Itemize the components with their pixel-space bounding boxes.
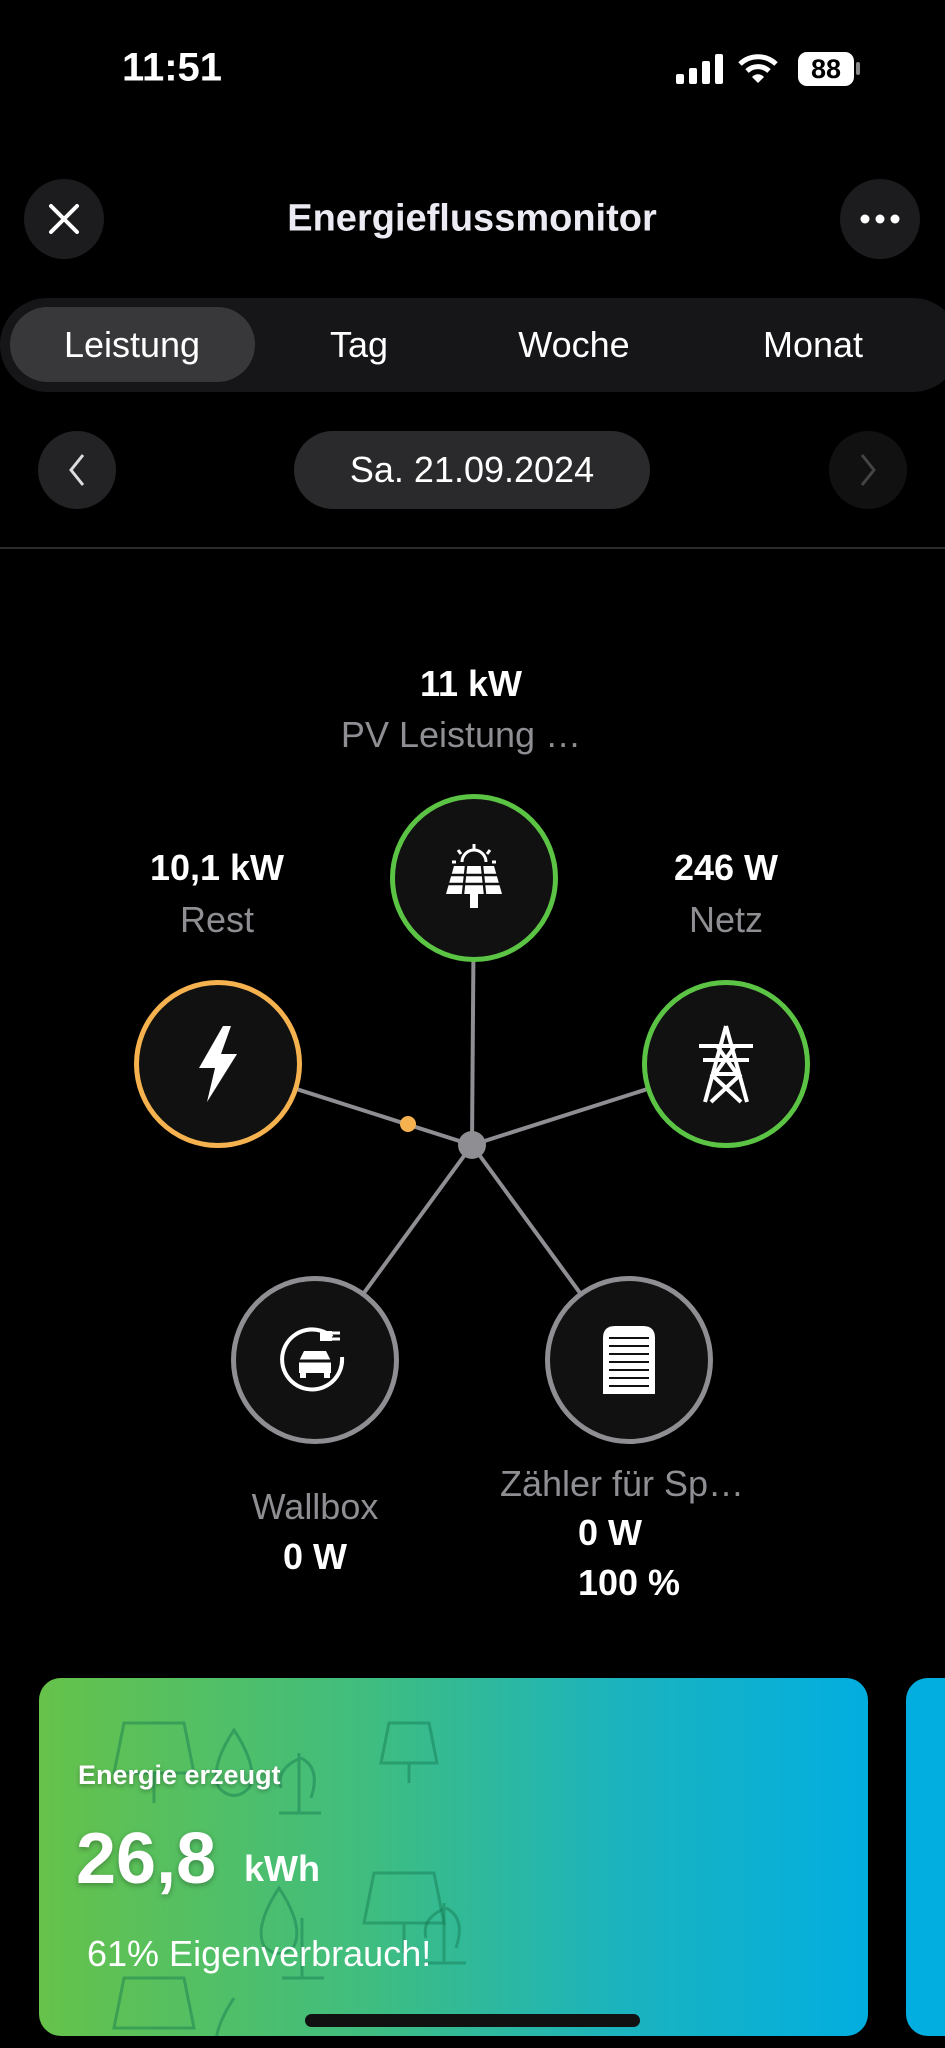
- page-title: Energieflussmonitor: [287, 197, 657, 240]
- card-note: 61% Eigenverbrauch!: [87, 1933, 432, 1974]
- date-picker-button[interactable]: Sa. 21.09.2024: [294, 431, 650, 509]
- tab-selected-indicator: [10, 307, 255, 382]
- card-title: Energie erzeugt: [78, 1760, 281, 1790]
- netz-value: 246 W: [673, 847, 779, 888]
- netz-node[interactable]: [642, 980, 810, 1148]
- next-day-button[interactable]: [829, 431, 907, 509]
- previous-day-button[interactable]: [38, 431, 116, 509]
- close-icon: [49, 204, 79, 234]
- battery-cap-icon: [856, 62, 860, 75]
- status-time: 11:51: [121, 45, 223, 90]
- tab-tag[interactable]: Tag: [329, 324, 389, 365]
- cellular-signal-icon: [676, 54, 723, 84]
- zaehler-node[interactable]: [545, 1276, 713, 1444]
- pv-value: 11 kW: [419, 663, 523, 704]
- zaehler-label: Zähler für Sp…: [499, 1463, 745, 1504]
- flow-dot: [400, 1116, 416, 1132]
- wallbox-label: Wallbox: [251, 1486, 379, 1527]
- solar-panel-icon: [446, 844, 502, 908]
- more-icon: [860, 214, 900, 224]
- card-value: 26,8: [76, 1819, 217, 1899]
- divider: [0, 547, 945, 549]
- zaehler-percent: 100 %: [577, 1562, 681, 1603]
- pv-label: PV Leistung …: [340, 714, 582, 755]
- energy-pattern-icon: [112, 1721, 466, 2036]
- rest-node[interactable]: [134, 980, 302, 1148]
- lightning-bolt-icon: [199, 1026, 237, 1102]
- close-button[interactable]: [24, 179, 104, 259]
- flow-hub: [458, 1131, 486, 1159]
- tab-leistung[interactable]: Leistung: [63, 324, 201, 365]
- zaehler-value: 0 W: [577, 1512, 643, 1553]
- power-tower-icon: [699, 1025, 753, 1104]
- card-unit: kWh: [244, 1848, 320, 1889]
- wifi-icon: [738, 54, 778, 83]
- storage-meter-icon: [603, 1326, 655, 1394]
- rest-value: 10,1 kW: [149, 847, 285, 888]
- chevron-right-icon: [860, 454, 876, 486]
- chevron-left-icon: [69, 454, 85, 486]
- energy-generated-card[interactable]: Energie erzeugt 26,8 kWh 61% Eigenverbra…: [39, 1678, 868, 2036]
- wallbox-node[interactable]: [231, 1276, 399, 1444]
- battery-indicator: 88: [798, 52, 854, 86]
- tab-monat[interactable]: Monat: [762, 324, 864, 365]
- ev-charger-icon: [280, 1327, 345, 1392]
- pv-node[interactable]: [390, 794, 558, 962]
- tab-woche[interactable]: Woche: [518, 324, 630, 365]
- netz-label: Netz: [688, 899, 764, 940]
- home-indicator: [305, 2014, 640, 2027]
- wallbox-value: 0 W: [282, 1536, 348, 1577]
- rest-label: Rest: [179, 899, 255, 940]
- next-card[interactable]: [906, 1678, 945, 2036]
- more-options-button[interactable]: [840, 179, 920, 259]
